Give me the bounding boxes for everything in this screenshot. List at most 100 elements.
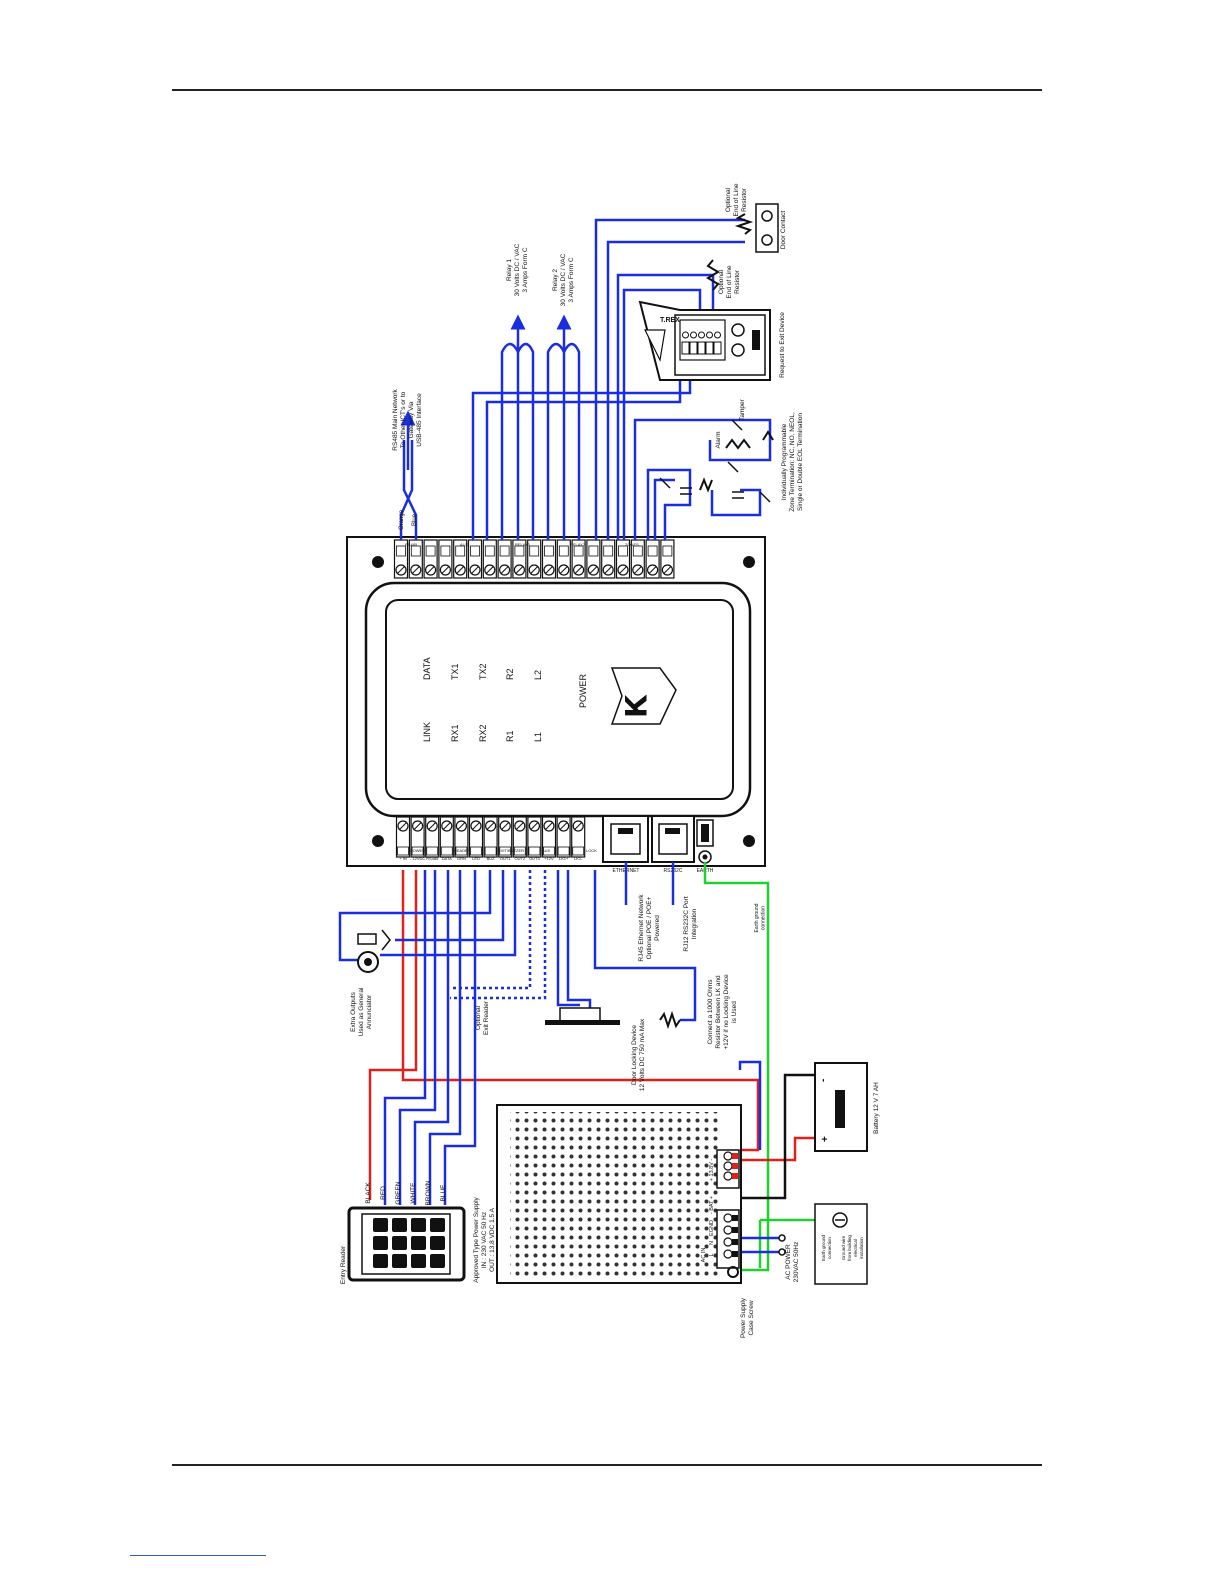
led-label-r1: R1 — [505, 730, 515, 742]
screw-terminal[interactable] — [527, 539, 542, 579]
earth-ground-label: Earth groundconnection — [821, 1235, 832, 1262]
screw-terminal[interactable] — [615, 539, 631, 579]
screw-terminal[interactable]: LED — [468, 816, 484, 861]
screw-terminal[interactable]: - 12VDC — [410, 816, 425, 861]
psu-label: Approved Type Power SupplyIN : 230 VAC 5… — [473, 1196, 496, 1282]
reader-wire-label: GREEN — [395, 1181, 402, 1204]
power-led-label: POWER — [578, 673, 588, 708]
ac-power-label: AC POWER230VAC 50Hz — [785, 1242, 800, 1283]
psu-terminal-label: N — [709, 1241, 715, 1245]
screw-terminal[interactable] — [512, 539, 527, 579]
screw-terminal[interactable] — [423, 539, 438, 579]
screw-terminal[interactable] — [497, 539, 512, 579]
terminal-label: + IN — [399, 856, 407, 861]
screw-terminal[interactable]: DATA — [439, 816, 454, 861]
rs232-port[interactable] — [651, 815, 695, 863]
reader-wire-label: RED — [380, 1186, 387, 1200]
resistor-note-label: Connect a 1000 OhmsResistor Between LK a… — [707, 974, 738, 1050]
led-label-link: LINK — [422, 722, 432, 742]
screw-terminal[interactable] — [541, 539, 557, 579]
screw-terminal[interactable] — [393, 539, 409, 579]
earth-terminal[interactable] — [696, 819, 714, 864]
relay1-label: Relay 130 Volts DC / VAC3 Amps Form C — [506, 243, 529, 296]
ethernet-label: RJ45 Ethernet NetworkOptional POE / POE+… — [638, 894, 661, 962]
terminal-label: OUT3 — [529, 856, 540, 861]
reader-wire-label: BLUE — [440, 1184, 447, 1202]
case-screw-icon — [727, 1266, 739, 1278]
terminal-group-label: RELAY2 — [570, 542, 586, 547]
relay2-label: Relay 230 Volts DC / VAC3 Amps Form C — [552, 253, 575, 306]
keypad-key — [411, 1254, 426, 1268]
screw-terminal[interactable] — [630, 539, 645, 579]
exit-reader-label: OptionalExit Reader — [475, 1000, 490, 1035]
screw-terminal[interactable]: LK1- — [571, 816, 586, 861]
mount-hole — [372, 556, 384, 568]
footer-link-underline[interactable] — [130, 1555, 266, 1556]
screw-terminal[interactable]: BUZ — [483, 816, 498, 861]
ac-terminal — [778, 1248, 786, 1256]
screw-terminal[interactable]: OUT2 — [512, 816, 527, 861]
screw-terminal[interactable] — [453, 539, 468, 579]
psu-terminal-label: EGND — [709, 1220, 715, 1236]
screw-terminal[interactable] — [482, 539, 497, 579]
orange-wire-label: Orange — [399, 509, 405, 530]
terminal-label: LK1- — [574, 856, 583, 861]
keypad-key — [430, 1254, 445, 1268]
led-label-l2: L2 — [533, 670, 543, 680]
ground-icon — [832, 1212, 848, 1228]
keypad-key — [430, 1236, 445, 1250]
door-lock-label: Door Locking Device12 Volts DC 750 mA Ma… — [631, 1018, 646, 1091]
screw-terminal[interactable]: OUT3 — [527, 816, 542, 861]
terminal-group-label: EXIT/BUZZER — [498, 848, 524, 853]
led-label-tx1: TX1 — [450, 663, 460, 680]
terminal-label: OUT1 — [500, 856, 511, 861]
ethernet-port[interactable] — [602, 815, 649, 863]
keypad-key — [373, 1254, 388, 1268]
blue-wire-label: Blue — [412, 513, 418, 526]
screw-terminal[interactable] — [660, 539, 675, 579]
annunciator — [357, 929, 391, 973]
led-label-r2: R2 — [505, 668, 515, 680]
mount-hole — [743, 835, 755, 847]
rex-title: T.REX — [660, 317, 680, 324]
psu-terminal-label: L — [709, 1253, 715, 1256]
case-screw-label: Power SupplyCase Screw — [740, 1297, 755, 1338]
psu-terminal-label: AC IN — [701, 1248, 707, 1263]
terminal-label: - 12VDC — [410, 856, 425, 861]
screw-terminal[interactable]: OUT1 — [498, 816, 513, 861]
mount-hole — [372, 835, 384, 847]
logo-shield-icon: K — [610, 667, 677, 725]
keypad-key — [411, 1236, 426, 1250]
screw-terminal[interactable] — [645, 539, 660, 579]
mount-hole — [743, 556, 755, 568]
eol-door-label: OptionalEnd of LineResistor — [725, 183, 748, 216]
keypad-key — [392, 1254, 407, 1268]
screw-terminal[interactable] — [601, 539, 616, 579]
screw-terminal[interactable]: +12V — [541, 816, 557, 861]
screw-terminal[interactable] — [467, 539, 483, 579]
led-label-tx2: TX2 — [478, 663, 488, 680]
terminal-group-label: RELAY1 — [515, 542, 531, 547]
earth-connection-label: Earth groundconnection — [754, 903, 767, 932]
screw-terminal[interactable]: + IN — [395, 816, 411, 861]
screw-terminal[interactable] — [408, 539, 423, 579]
alarm-label: Alarm — [715, 432, 722, 449]
screw-terminal[interactable] — [556, 539, 571, 579]
screw-terminal[interactable] — [438, 539, 453, 579]
battery-minus-label: - — [818, 1079, 829, 1082]
terminal-label: +12V — [544, 856, 554, 861]
terminal-group-label: AUX — [542, 848, 551, 853]
terminal-group-label: AUX — [460, 542, 469, 547]
screw-terminal[interactable]: GRN — [454, 816, 469, 861]
keypad-key — [392, 1236, 407, 1250]
lock-resistor — [659, 1010, 681, 1030]
keypad-key — [411, 1218, 426, 1232]
terminal-group-label: READER — [454, 848, 471, 853]
screw-terminal[interactable]: RS485 — [425, 816, 440, 861]
keypad-key — [373, 1218, 388, 1232]
screw-terminal[interactable]: LK1+ — [556, 816, 571, 861]
screw-terminal[interactable] — [586, 539, 601, 579]
reader-wire-label: WHITE — [410, 1182, 417, 1204]
eol-rex-label: OptionalEnd of LineResistor — [718, 265, 741, 298]
